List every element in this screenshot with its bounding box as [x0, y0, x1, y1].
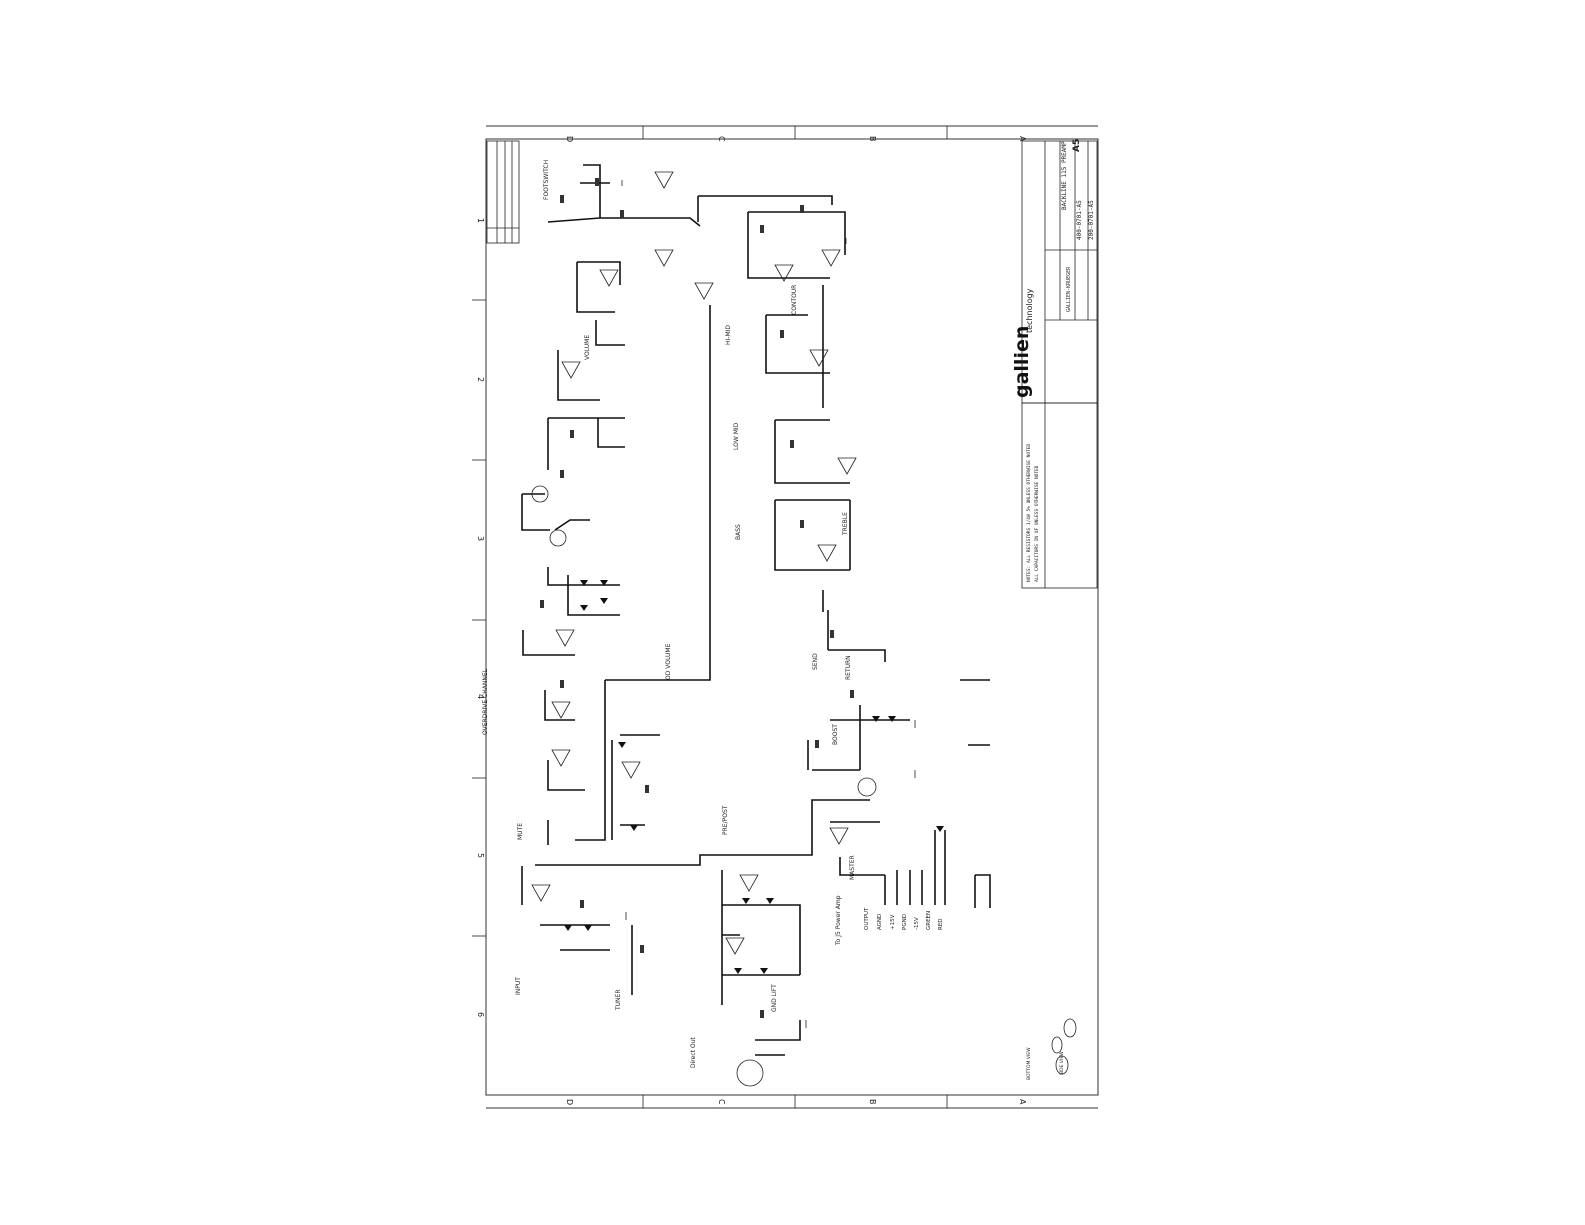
label-to-power-amp: To J5 Power Amp: [835, 895, 842, 946]
label-bottom-view: BOTTOM VIEW: [1026, 1047, 1032, 1080]
zone-number-1: 1: [476, 218, 485, 223]
transistor-package-views: SIDE VIEW BOTTOM VIEW: [1026, 1018, 1077, 1080]
zone-number-6: 6: [476, 1012, 485, 1017]
zone-letter-d: D: [565, 136, 574, 142]
zone-number-5: 5: [476, 853, 485, 858]
title-block: gallien technology BACKLINE 115 PREAMP 4…: [1011, 139, 1098, 589]
brand-logo-word: gallien: [1011, 326, 1033, 398]
pin-p15v: +15V: [890, 914, 896, 930]
zone-letters-bottom: D C B A: [565, 1099, 1027, 1105]
sheet-size: A5: [1072, 139, 1082, 152]
zone-number-2: 2: [476, 377, 485, 382]
circuit-wiring: [521, 164, 991, 1056]
label-overdrive-channel: OVERDRIVE CHANNEL: [482, 668, 489, 735]
zone-number-4: 4: [476, 694, 485, 699]
output-connector-pins: OUTPUT AGND +15V PGND -15V GREEN RED: [864, 907, 944, 930]
notes-secondary: ALL CAPACITORS IN UF UNLESS OTHERWISE NO…: [1034, 465, 1040, 582]
transistor-symbols: [531, 485, 877, 1087]
label-send: SEND: [812, 653, 819, 670]
label-od-volume: OD VOLUME: [665, 643, 672, 680]
pin-output: OUTPUT: [864, 907, 870, 930]
sub-number: 200-0701-A5: [1088, 200, 1095, 240]
zone-letter-a: A: [1018, 136, 1027, 142]
pin-green: GREEN: [926, 911, 932, 930]
label-boost: BOOST: [832, 724, 839, 745]
label-tuner: TUNER: [615, 989, 622, 1011]
zone-number-3: 3: [476, 536, 485, 541]
label-hi-mid: HI-MID: [725, 325, 732, 345]
label-direct-out: Direct Out: [690, 1037, 697, 1068]
zone-letters-top: D C B A: [565, 136, 1027, 142]
label-bass: BASS: [735, 524, 742, 540]
component-marks: [540, 178, 854, 1018]
op-amp-symbols: [531, 171, 857, 955]
pin-red: RED: [938, 918, 944, 930]
label-low-mid: LOW MID: [733, 422, 740, 450]
pin-m15v: -15V: [914, 917, 920, 930]
label-contour: CONTOUR: [791, 285, 798, 315]
revision-table: [486, 140, 520, 244]
label-input: INPUT: [515, 977, 522, 995]
label-footswitch: FOOTSWITCH: [543, 160, 550, 200]
label-side-view: SIDE VIEW: [1059, 1051, 1065, 1075]
zone-numbers: 1 2 3 4 5 6: [476, 218, 485, 1017]
notes-main: NOTES: ALL RESISTORS 1/4W 5% UNLESS OTHE…: [1026, 444, 1032, 582]
label-treble: TREBLE: [842, 512, 849, 536]
zone-letter-d-bottom: D: [565, 1099, 574, 1105]
zone-letter-b: B: [868, 136, 877, 142]
drawing-frame: [472, 125, 1099, 1109]
label-mute: MUTE: [517, 823, 524, 840]
label-master: MASTER: [849, 855, 856, 880]
filename: GALLIEN-KRUEGER: [1066, 266, 1072, 312]
zone-letter-c: C: [717, 136, 726, 142]
diode-symbols: [564, 580, 944, 974]
drawing-number: 400-0701-A5: [1076, 200, 1083, 240]
pin-agnd: AGND: [877, 914, 883, 930]
label-volume: VOLUME: [584, 335, 591, 360]
brand-logo-sub: technology: [1025, 288, 1034, 333]
drawing-title: BACKLINE 115 PREAMP: [1061, 141, 1068, 210]
zone-letter-c-bottom: C: [717, 1099, 726, 1105]
label-pre-post: PRE/POST: [722, 805, 729, 835]
label-return: RETURN: [845, 655, 852, 680]
pin-pgnd: PGND: [902, 914, 908, 930]
zone-letter-b-bottom: B: [868, 1099, 877, 1105]
section-labels: FOOTSWITCH INPUT TUNER MUTE OVERDRIVE CH…: [482, 160, 856, 1068]
zone-letter-a-bottom: A: [1018, 1099, 1027, 1105]
label-gnd-lift: GND LIFT: [771, 984, 778, 1012]
ground-symbols: [621, 180, 916, 1028]
